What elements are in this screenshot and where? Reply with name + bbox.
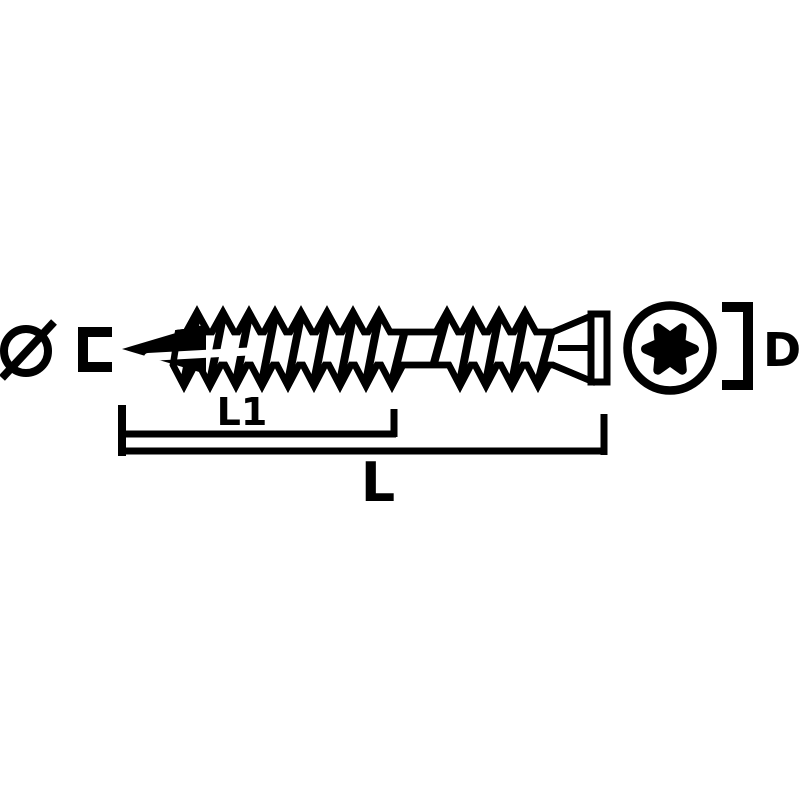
torx-drive-icon bbox=[623, 301, 717, 395]
diameter-symbol-icon bbox=[0, 319, 57, 381]
dimension-lines bbox=[118, 405, 608, 456]
diameter-symbol-circle bbox=[0, 325, 52, 377]
right-bracket bbox=[722, 302, 753, 390]
left-bracket bbox=[78, 327, 112, 372]
label-overall-length: L bbox=[361, 451, 395, 514]
thread-bands-upper bbox=[430, 314, 556, 384]
tip-flute bbox=[144, 347, 262, 361]
screw-tip bbox=[122, 324, 206, 374]
thread-bands-lower bbox=[180, 315, 408, 383]
torx-star bbox=[641, 323, 699, 375]
screw-side-view bbox=[122, 305, 611, 394]
screw-body-outline-top bbox=[169, 305, 595, 394]
diameter-symbol-slash bbox=[0, 319, 57, 381]
label-head-diameter: D bbox=[763, 323, 800, 377]
screw-head-cap bbox=[587, 310, 611, 386]
label-thread-length: L1 bbox=[217, 390, 268, 434]
